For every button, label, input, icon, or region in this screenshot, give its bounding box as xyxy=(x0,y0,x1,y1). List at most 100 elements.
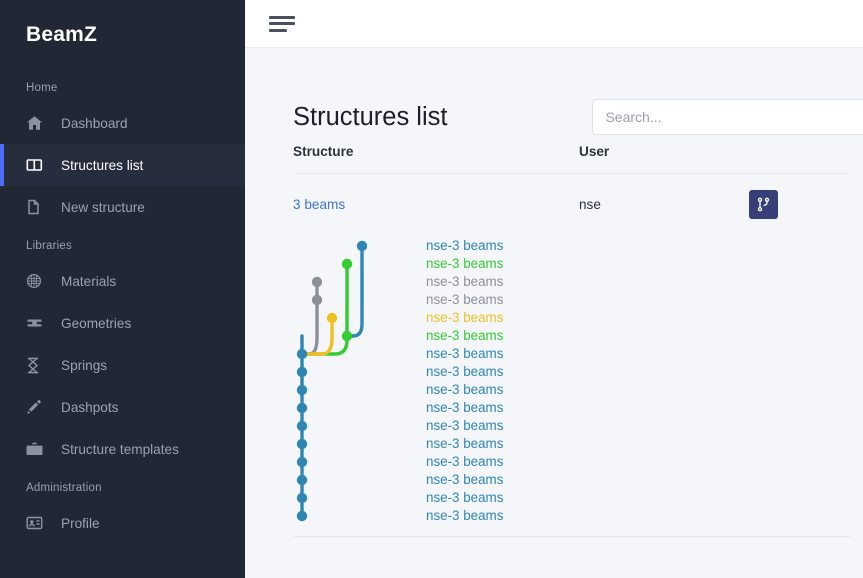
graph-edge xyxy=(347,244,364,338)
column-header-user[interactable]: User xyxy=(579,144,610,159)
sidebar-section-title: Administration xyxy=(26,482,102,494)
graph-commit-label[interactable]: nse-3 beams xyxy=(426,328,504,343)
graph-commit-node[interactable] xyxy=(356,240,368,252)
graph-commit-node[interactable] xyxy=(296,456,308,468)
search-container xyxy=(592,99,863,135)
graph-commit-label[interactable]: nse-3 beams xyxy=(426,508,504,523)
graph-commit-label[interactable]: nse-3 beams xyxy=(426,346,504,361)
home-icon xyxy=(26,114,48,132)
briefcase-icon xyxy=(26,440,48,458)
graph-commit-label[interactable]: nse-3 beams xyxy=(426,310,504,325)
page-content: Structures list Structure User 3 beams ns… xyxy=(245,48,863,537)
table-body: 3 beams nse xyxy=(293,173,851,235)
graph-commit-label[interactable]: nse-3 beams xyxy=(426,418,504,433)
sidebar-item-springs[interactable]: Springs xyxy=(0,344,245,386)
graph-commit-label[interactable]: nse-3 beams xyxy=(426,364,504,379)
brand: BeamZ xyxy=(0,0,245,70)
topbar xyxy=(245,0,863,48)
graph-commit-node[interactable] xyxy=(296,510,308,522)
git-branch-icon xyxy=(756,197,771,212)
sidebar-item-label: Dashboard xyxy=(61,115,128,131)
hamburger-icon[interactable] xyxy=(269,15,295,33)
main-area: Structures list Structure User 3 beams ns… xyxy=(245,0,863,578)
sidebar-item-new-structure[interactable]: New structure xyxy=(0,186,245,228)
table-header-row: Structure User xyxy=(293,144,851,174)
sidebar-item-label: Profile xyxy=(61,515,100,531)
graph-commit-label[interactable]: nse-3 beams xyxy=(426,400,504,415)
commit-label-list: nse-3 beams nse-3 beams nse-3 beams nse-3 b… xyxy=(426,235,503,525)
graph-commit-node[interactable] xyxy=(296,474,308,486)
commit-graph: nse-3 beams nse-3 beams nse-3 beams nse-3 b… xyxy=(293,235,851,537)
id-card-icon xyxy=(26,514,48,532)
sidebar-item-label: Materials xyxy=(61,273,117,289)
structure-link[interactable]: 3 beams xyxy=(293,197,346,212)
graph-commit-node[interactable] xyxy=(341,258,353,270)
graph-commit-node[interactable] xyxy=(296,492,308,504)
sidebar-item-profile[interactable]: Profile xyxy=(0,502,245,544)
sidebar-section-title: Libraries xyxy=(26,240,72,252)
cell-action xyxy=(749,173,851,235)
cell-user: nse xyxy=(579,173,749,235)
graph-commit-label[interactable]: nse-3 beams xyxy=(426,274,504,289)
graph-edge xyxy=(300,334,349,356)
hamburger-bar-2 xyxy=(269,22,295,25)
graph-commit-label[interactable]: nse-3 beams xyxy=(426,238,504,253)
graph-commit-label[interactable]: nse-3 beams xyxy=(426,256,504,271)
graph-commit-node[interactable] xyxy=(311,294,323,306)
column-header-action xyxy=(749,144,851,174)
sidebar-item-label: Structure templates xyxy=(61,441,179,457)
beam-section-icon xyxy=(26,314,48,332)
show-branches-button[interactable] xyxy=(749,190,778,219)
graph-commit-label[interactable]: nse-3 beams xyxy=(426,472,504,487)
sidebar-item-label: Dashpots xyxy=(61,399,119,415)
cell-structure: 3 beams xyxy=(293,173,579,235)
graph-commit-node[interactable] xyxy=(296,438,308,450)
graph-commit-label[interactable]: nse-3 beams xyxy=(426,382,504,397)
graph-commit-node[interactable] xyxy=(296,384,308,396)
graph-commit-label[interactable]: nse-3 beams xyxy=(426,436,504,451)
page-title: Structures list xyxy=(293,102,448,131)
hamburger-bar-3 xyxy=(269,28,287,32)
graph-commit-node[interactable] xyxy=(296,348,308,360)
dashpot-icon xyxy=(26,398,48,416)
structures-table: Structure User 3 beams nse xyxy=(293,144,851,235)
graph-commit-label[interactable]: nse-3 beams xyxy=(426,292,504,307)
sidebar-item-label: New structure xyxy=(61,199,145,215)
search-input[interactable] xyxy=(592,99,863,135)
spring-hourglass-icon xyxy=(26,356,48,374)
graph-nodes xyxy=(296,240,368,522)
graph-commit-node[interactable] xyxy=(296,402,308,414)
sidebar-item-structure-templates[interactable]: Structure templates xyxy=(0,428,245,470)
graph-edge xyxy=(300,298,319,356)
column-header-structure[interactable]: Structure xyxy=(293,144,354,159)
file-icon xyxy=(26,198,48,216)
table-head: Structure User xyxy=(293,144,851,174)
page-header: Structures list xyxy=(245,48,863,144)
sidebar-section-title: Home xyxy=(26,82,58,94)
material-circle-icon xyxy=(26,272,48,290)
sidebar-item-label: Geometries xyxy=(61,315,132,331)
graph-edge xyxy=(300,316,334,356)
sidebar-item-dashpots[interactable]: Dashpots xyxy=(0,386,245,428)
brand-name: BeamZ xyxy=(26,23,98,46)
sidebar-item-label: Structures list xyxy=(61,157,144,173)
table-row: 3 beams nse xyxy=(293,173,851,235)
sidebar-item-label: Springs xyxy=(61,357,108,373)
graph-commit-node[interactable] xyxy=(296,420,308,432)
graph-commit-node[interactable] xyxy=(341,330,353,342)
sidebar-item-geometries[interactable]: Geometries xyxy=(0,302,245,344)
graph-edges xyxy=(300,244,364,518)
graph-commit-node[interactable] xyxy=(296,366,308,378)
sidebar-item-structures-list[interactable]: Structures list xyxy=(0,144,245,186)
graph-commit-label[interactable]: nse-3 beams xyxy=(426,490,504,505)
graph-commit-node[interactable] xyxy=(311,276,323,288)
graph-commit-label[interactable]: nse-3 beams xyxy=(426,454,504,469)
sidebar-item-dashboard[interactable]: Dashboard xyxy=(0,102,245,144)
hamburger-bar-1 xyxy=(269,15,295,19)
sidebar-item-materials[interactable]: Materials xyxy=(0,260,245,302)
columns-icon xyxy=(26,156,48,174)
graph-commit-node[interactable] xyxy=(326,312,338,324)
